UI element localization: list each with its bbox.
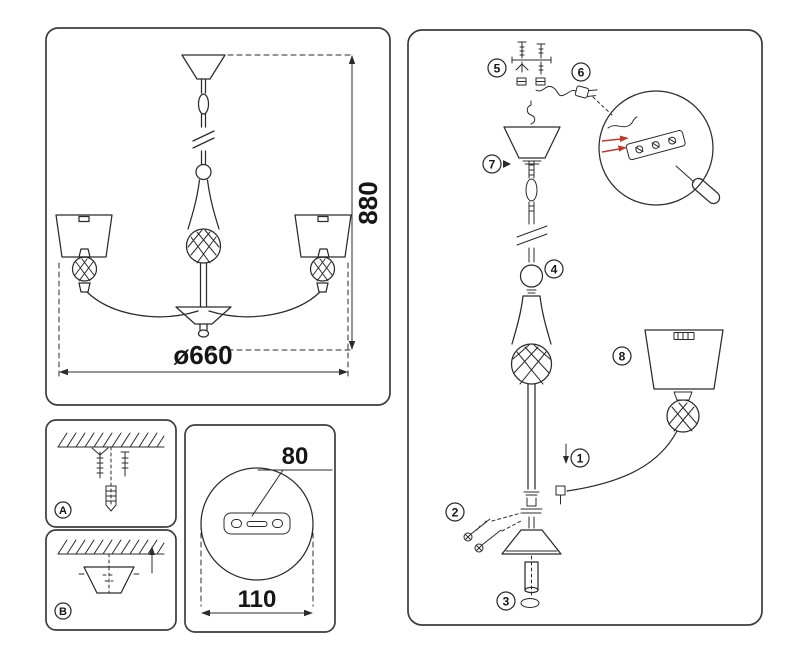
callout-1-label: 1 [577,452,584,466]
red-wire-lower-arrow [618,145,627,152]
ring-part [519,264,544,294]
toggle-screws [91,447,130,479]
step-b-border [45,529,177,631]
step-b-badge: B [54,602,72,620]
slot-spacing-dimension: 80 [251,443,333,517]
mounting-screws-part [511,41,552,86]
trumpet-stem [187,179,220,230]
height-dimension: 880 [209,54,383,351]
canopy-part [503,100,561,165]
finial-part [520,555,540,608]
bracket-border [184,424,336,633]
break-symbol [192,130,215,149]
chain-and-rod [516,160,548,263]
callout-5-label: 5 [494,62,501,76]
left-arm [86,291,199,318]
black-wire [607,116,638,129]
callout-6-label: 6 [578,66,585,80]
ceiling-hatch-b [57,539,165,555]
callout-4-label: 4 [551,263,558,277]
right-arm [208,291,321,318]
step-a-border [45,419,177,528]
lampshade-part [644,329,724,401]
callout-7: 7 [482,154,511,174]
right-shade-assembly [294,214,352,293]
right-lampshade [294,214,352,258]
callout-3: 3 [496,591,516,611]
left-lampshade [55,214,113,258]
up-arrow-icon [149,546,155,574]
stem-crystal-ball [510,343,553,385]
down-arrow-icon [563,443,569,464]
red-wire-lower [601,148,620,153]
mounting-bracket [223,512,291,535]
arm-crystal-ball [666,399,700,433]
bracket-detail-circle [200,467,314,581]
diameter-dimension-label: ø660 [173,340,232,370]
bottom-dish [175,306,232,325]
screws-part [463,512,522,553]
callout-6: 6 [571,62,591,82]
exploded-view-panel: 5 6 [407,29,763,626]
plate-width-label: 110 [238,586,277,613]
step-a-badge: A [54,501,72,519]
chain-link [197,93,210,115]
power-wire-part [535,85,613,116]
mount-step-b-panel: B [45,529,177,631]
callout-1: 1 [563,443,590,468]
callout-2: 2 [445,502,465,522]
red-wire-upper-arrow [620,135,629,142]
mount-step-a-panel: A [45,419,177,528]
step-a-label: A [59,505,67,517]
red-wire-upper [601,138,622,142]
bottom-finial [197,329,210,338]
plate-width-dimension: 110 [200,523,314,617]
left-shade-assembly [55,214,113,293]
terminal-block [625,129,686,161]
diameter-dimension: ø660 [58,262,349,380]
bottom-hub [501,491,562,555]
screwdriver-icon [675,165,721,205]
ceiling-canopy [181,54,226,80]
arm-tab [555,485,566,496]
callout-7-label: 7 [489,158,496,172]
callout-8: 8 [612,346,632,366]
callout-3-label: 3 [503,595,510,609]
main-view-panel: 880 ø660 [45,27,391,406]
main-view-border [45,27,391,406]
step-b-label: B [59,606,67,618]
bracket-detail-panel: 80 110 [184,424,336,633]
chandelier-front-drawing [55,54,352,338]
arm-curve [566,430,678,492]
shade-arm-part [555,329,724,505]
small-sphere [195,163,212,181]
right-arrow-icon [503,160,511,168]
center-crystal-ball [185,228,222,264]
canopy-step-b [78,566,140,594]
central-stem [510,295,553,490]
wiring-detail-circle [598,90,721,206]
finial-nut [520,598,540,608]
wall-anchor [105,485,117,512]
slot-spacing-label: 80 [282,443,309,470]
exploded-border [407,29,763,626]
height-dimension-label: 880 [353,181,383,224]
callout-4: 4 [544,259,564,279]
ceiling-hatch-a [57,432,165,448]
callout-8-label: 8 [619,350,626,364]
callout-5: 5 [487,58,507,78]
callout-2-label: 2 [452,506,459,520]
